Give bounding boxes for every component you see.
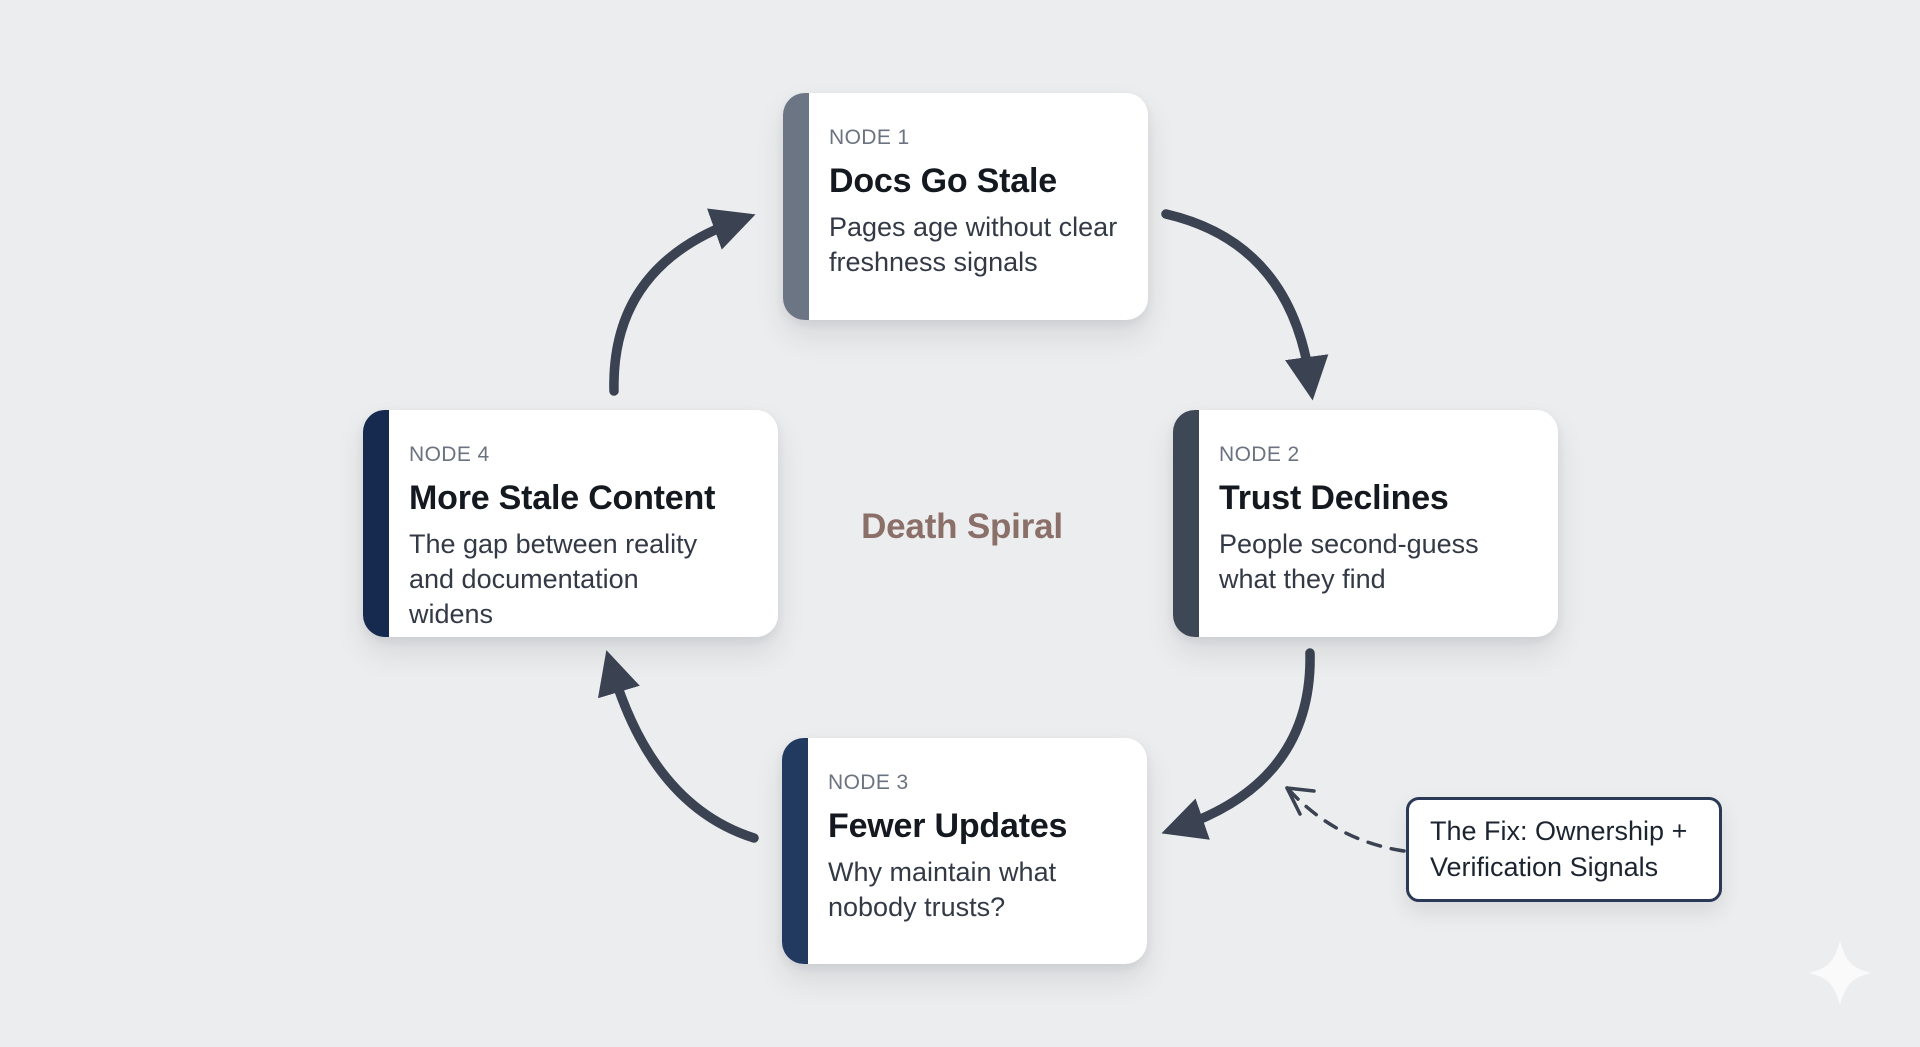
arrow-node1-to-node2-icon (1161, 209, 1329, 401)
node-1-label: NODE 1 (829, 126, 910, 149)
node-1-title: Docs Go Stale (829, 162, 1057, 200)
node-2-label: NODE 2 (1219, 443, 1300, 466)
arrow-node2-to-node3-icon (1161, 648, 1315, 840)
fix-callout-text: The Fix: Ownership + Verification Signal… (1430, 816, 1688, 882)
node-4-accent-bar (363, 410, 389, 637)
fix-callout: The Fix: Ownership + Verification Signal… (1406, 797, 1722, 903)
node-2-description: People second-guess what they find (1219, 529, 1479, 595)
fix-dashed-arrow-icon (1285, 786, 1406, 853)
node-1-accent-bar (783, 93, 809, 320)
node-3-accent-bar (782, 738, 808, 964)
node-3-description: Why maintain what nobody trusts? (828, 857, 1057, 923)
arrow-node4-to-node1-icon (609, 208, 756, 396)
node-3-label: NODE 3 (828, 771, 909, 794)
node-1-description: Pages age without clear freshness signal… (829, 212, 1118, 278)
node-4-card: NODE 4 More Stale Content The gap betwee… (363, 410, 778, 637)
node-2-card: NODE 2 Trust Declines People second-gues… (1173, 410, 1558, 637)
node-3-card: NODE 3 Fewer Updates Why maintain what n… (782, 738, 1147, 964)
arrow-node3-to-node4-icon (597, 650, 759, 843)
node-4-label: NODE 4 (409, 443, 490, 466)
node-4-description: The gap between reality and documentatio… (409, 529, 698, 630)
node-2-accent-bar (1173, 410, 1199, 637)
node-4-title: More Stale Content (409, 479, 716, 517)
node-2-title: Trust Declines (1219, 479, 1449, 517)
node-1-card: NODE 1 Docs Go Stale Pages age without c… (783, 93, 1148, 320)
node-3-title: Fewer Updates (828, 807, 1068, 845)
center-label: Death Spiral (861, 507, 1063, 546)
sparkle-icon (1809, 941, 1871, 1005)
